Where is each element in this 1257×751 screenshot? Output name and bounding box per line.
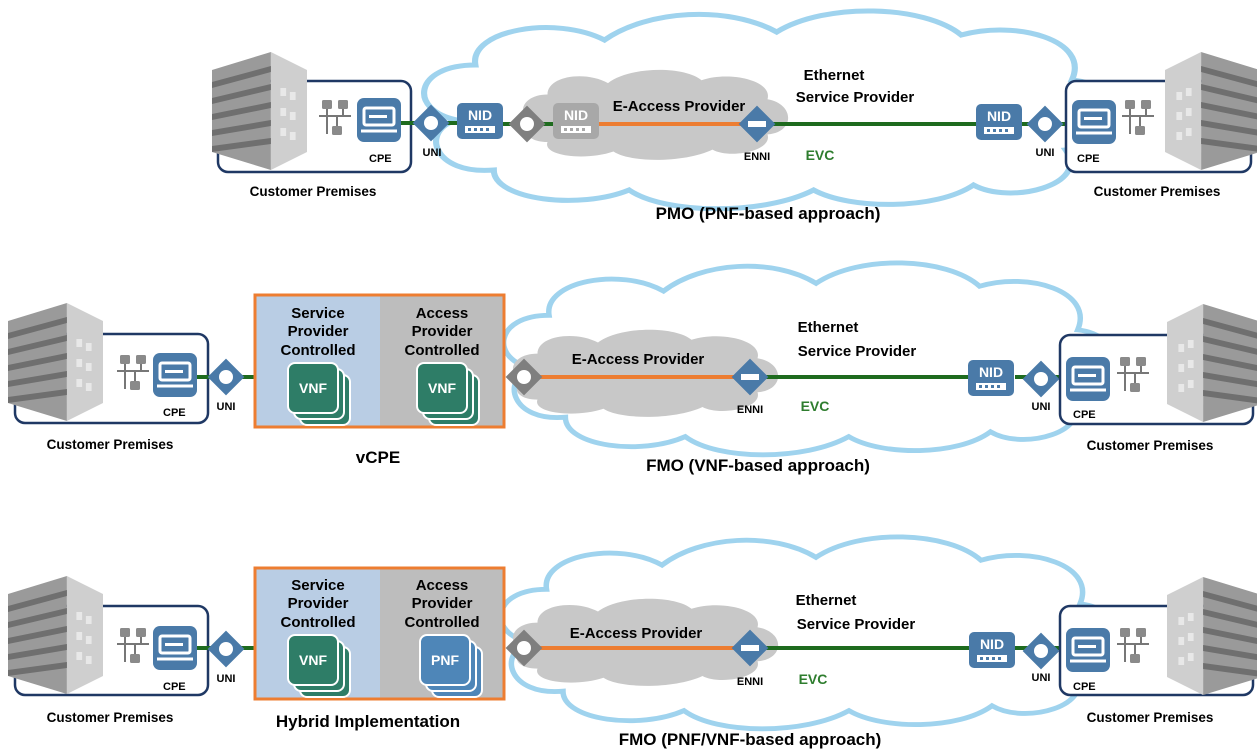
vnf-label: VNF bbox=[428, 380, 456, 396]
cpe-label: CPE bbox=[1077, 153, 1100, 165]
nid-label: NID bbox=[987, 108, 1011, 124]
cpe-label: CPE bbox=[1073, 409, 1096, 421]
uni-diamond-icon bbox=[207, 358, 245, 396]
fmo-pnf-vnf-caption: FMO (PNF/VNF-based approach) bbox=[619, 730, 882, 749]
building-icon bbox=[1167, 304, 1257, 422]
service-provider-label: Service Provider bbox=[796, 89, 915, 106]
sp-controlled-line3: Controlled bbox=[281, 614, 356, 631]
e-access-provider-label: E-Access Provider bbox=[570, 625, 703, 642]
sp-controlled-line1: Service bbox=[291, 577, 344, 594]
uni-label: UNI bbox=[1032, 672, 1051, 684]
uni-label: UNI bbox=[1032, 401, 1051, 413]
vcpe-caption: vCPE bbox=[356, 448, 400, 467]
pmo-caption: PMO (PNF-based approach) bbox=[656, 204, 881, 223]
cpe-router-icon bbox=[1064, 626, 1112, 674]
sp-controlled-line2: Provider bbox=[288, 595, 349, 612]
vnf-label: VNF bbox=[299, 380, 327, 396]
cpe-router-icon bbox=[151, 351, 199, 399]
evc-label: EVC bbox=[799, 671, 828, 687]
uni-label: UNI bbox=[217, 673, 236, 685]
ethernet-label: Ethernet bbox=[804, 67, 865, 84]
customer-premises-label: Customer Premises bbox=[47, 710, 174, 725]
cpe-router-icon bbox=[355, 96, 403, 144]
service-provider-label: Service Provider bbox=[798, 343, 917, 360]
ap-controlled-line2: Provider bbox=[412, 595, 473, 612]
ap-controlled-line2: Provider bbox=[412, 323, 473, 340]
hybrid-caption: Hybrid Implementation bbox=[276, 712, 460, 731]
ap-controlled-line1: Access bbox=[416, 577, 469, 594]
customer-premises-label: Customer Premises bbox=[250, 184, 377, 199]
sp-controlled-line1: Service bbox=[291, 305, 344, 322]
sp-controlled-line3: Controlled bbox=[281, 342, 356, 359]
evc-label: EVC bbox=[806, 147, 835, 163]
cpe-router-icon bbox=[1064, 355, 1112, 403]
nid-label: NID bbox=[564, 107, 588, 123]
building-icon bbox=[1165, 52, 1257, 170]
nid-label: NID bbox=[468, 107, 492, 123]
fmo-vnf-caption: FMO (VNF-based approach) bbox=[646, 456, 870, 475]
cpe-label: CPE bbox=[163, 681, 186, 693]
customer-premises-label: Customer Premises bbox=[47, 437, 174, 452]
cpe-label: CPE bbox=[1073, 681, 1096, 693]
uni-label: UNI bbox=[217, 401, 236, 413]
pnf-label: PNF bbox=[431, 652, 459, 668]
building-icon bbox=[1167, 577, 1257, 695]
vnf-label: VNF bbox=[299, 652, 327, 668]
building-icon bbox=[8, 576, 104, 694]
enni-label: ENNI bbox=[737, 676, 763, 688]
cpe-label: CPE bbox=[163, 407, 186, 419]
customer-premises-label: Customer Premises bbox=[1094, 184, 1221, 199]
enni-label: ENNI bbox=[744, 151, 770, 163]
ap-controlled-line3: Controlled bbox=[405, 342, 480, 359]
evc-label: EVC bbox=[801, 398, 830, 414]
enni-label: ENNI bbox=[737, 404, 763, 416]
uni-diamond-icon bbox=[207, 630, 245, 668]
e-access-provider-label: E-Access Provider bbox=[613, 98, 746, 115]
building-icon bbox=[212, 52, 307, 170]
hybrid-box bbox=[253, 566, 506, 701]
ethernet-label: Ethernet bbox=[796, 592, 857, 609]
cpe-router-icon bbox=[1070, 98, 1118, 146]
row-fmo-vnf: CPE Customer Premises UNI Service Provid… bbox=[8, 263, 1257, 475]
cpe-label: CPE bbox=[369, 153, 392, 165]
nid-label: NID bbox=[979, 364, 1003, 380]
uni-label: UNI bbox=[1036, 147, 1055, 159]
nid-label: NID bbox=[980, 636, 1004, 652]
cpe-router-icon bbox=[151, 624, 199, 672]
ap-controlled-line3: Controlled bbox=[405, 614, 480, 631]
row-pmo: CPE Customer Premises UNI NID NID E-Acce… bbox=[212, 11, 1257, 223]
uni-label: UNI bbox=[423, 147, 442, 159]
sp-controlled-line2: Provider bbox=[288, 323, 349, 340]
customer-premises-label: Customer Premises bbox=[1087, 438, 1214, 453]
row-fmo-hybrid: CPE Customer Premises UNI Service Provid… bbox=[8, 537, 1257, 749]
ap-controlled-line1: Access bbox=[416, 305, 469, 322]
building-icon bbox=[8, 303, 104, 421]
service-provider-label: Service Provider bbox=[797, 616, 916, 633]
ethernet-label: Ethernet bbox=[798, 319, 859, 336]
customer-premises-label: Customer Premises bbox=[1087, 710, 1214, 725]
e-access-provider-label: E-Access Provider bbox=[572, 351, 705, 368]
vcpe-box bbox=[253, 293, 506, 429]
